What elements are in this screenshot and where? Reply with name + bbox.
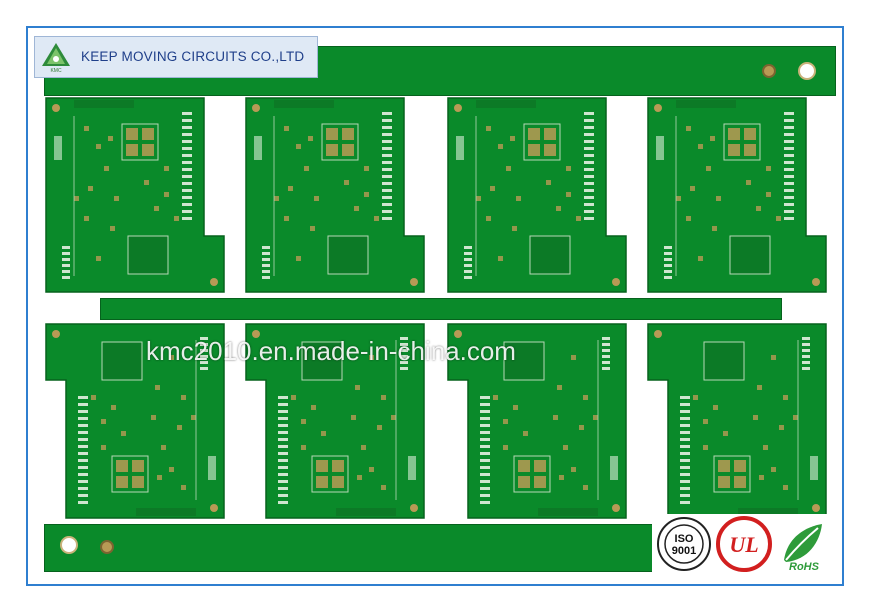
iso-9001-seal-icon: ISO 9001 [656,516,712,572]
rohs-leaf-icon: RoHS [774,516,830,573]
fiducial-hole [100,540,114,554]
company-banner: KMC KEEP MOVING CIRCUITS CO.,LTD [34,36,318,78]
pcb-board [44,320,226,520]
middle-panel-rail [100,298,782,320]
globe-leaf-logo-icon: KMC [39,40,73,74]
bottom-panel-rail [44,524,666,572]
certification-badges: ISO 9001 UL RoHS [652,514,832,578]
fiducial-hole [762,64,776,78]
pcb-board [244,320,426,520]
iso-line2: 9001 [672,545,696,557]
watermark-text: kmc2010.en.made-in-china.com [146,336,516,366]
iso-line1: ISO [675,533,694,545]
pcb-board [44,96,226,296]
rohs-text: RoHS [789,561,820,572]
pcb-board [646,320,828,520]
pcb-board [446,320,628,520]
tooling-hole [798,62,816,80]
tooling-hole [60,536,78,554]
logo-text: KMC [50,68,62,74]
ul-text: UL [729,532,758,557]
pcb-board [244,96,426,296]
pcb-board [446,96,628,296]
company-name: KEEP MOVING CIRCUITS CO.,LTD [81,49,305,64]
pcb-board [646,96,828,296]
ul-mark-icon: UL [716,516,772,572]
